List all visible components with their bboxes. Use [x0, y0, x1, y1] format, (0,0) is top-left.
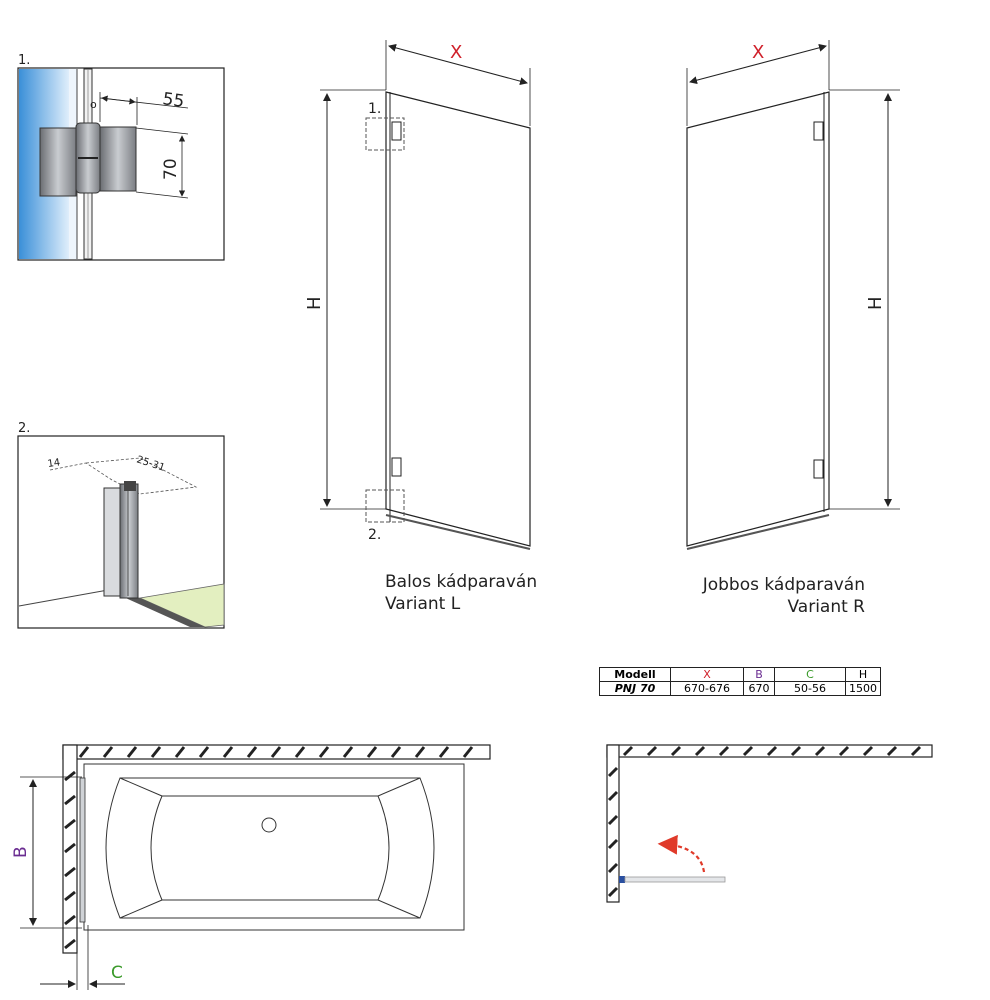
screen-plan-glass — [79, 777, 86, 923]
spec-table: Modell X B C H PNJ 70 670-676 670 50-56 … — [599, 667, 881, 696]
left-dim-h: H — [304, 296, 325, 310]
left-marker-1: 1. — [368, 101, 381, 117]
cell-h: 1500 — [845, 681, 881, 696]
left-caption-line1: Balos kádparaván — [385, 572, 538, 592]
detail-1-hinge: 1. o 55 70 — [17, 53, 225, 261]
left-dim-x: X — [450, 42, 462, 63]
plan-view-bathtub: B C — [11, 744, 491, 990]
swing-direction-arrow-icon — [657, 834, 706, 873]
header-x: X — [670, 667, 744, 682]
detail-2-number: 2. — [18, 421, 30, 436]
panel-variant-l: X H 1. 2. — [304, 40, 531, 550]
dim-70-label: 70 — [161, 158, 181, 180]
floor-surface — [138, 583, 225, 628]
right-dim-x: X — [752, 42, 764, 63]
left-caption-line2: Variant L — [385, 594, 461, 614]
right-caption-line1: Jobbos kádparaván — [702, 575, 865, 595]
left-marker-2: 2. — [368, 527, 381, 543]
svg-text:o: o — [90, 98, 97, 111]
spec-table-header: Modell X B C H — [599, 667, 881, 682]
hinge-blue-icon — [619, 876, 625, 883]
header-c: C — [774, 667, 846, 682]
header-h: H — [845, 667, 881, 682]
plan-dim-c: C — [111, 963, 123, 983]
tub-basin — [150, 795, 390, 901]
wall-profile — [103, 487, 121, 597]
table-row: PNJ 70 670-676 670 50-56 1500 — [599, 681, 881, 696]
left-caption: Balos kádparaván Variant L — [385, 571, 537, 615]
floor-seal-strip — [108, 590, 205, 627]
drain-icon — [261, 817, 277, 833]
hinge-plate — [39, 127, 77, 197]
cell-x: 670-676 — [670, 681, 744, 696]
right-caption-line2: Variant R — [787, 597, 865, 617]
right-glass — [686, 91, 830, 547]
panel-variant-r: X H — [686, 40, 900, 550]
left-glass — [385, 91, 531, 547]
right-dim-h: H — [865, 296, 886, 310]
right-caption: Jobbos kádparaván Variant R — [683, 574, 865, 618]
header-b: B — [743, 667, 775, 682]
plan-dim-b: B — [11, 846, 31, 858]
detail-1-number: 1. — [18, 53, 30, 68]
dim-55-label: 55 — [161, 89, 185, 112]
cell-model: PNJ 70 — [599, 681, 671, 696]
header-modell: Modell — [599, 667, 671, 682]
dim-14-label: 14 — [47, 457, 61, 470]
swing-glass — [624, 876, 726, 883]
plan-view-swing — [606, 744, 933, 903]
cell-c: 50-56 — [774, 681, 846, 696]
tub-outer-rim — [105, 777, 435, 919]
cell-b: 670 — [743, 681, 775, 696]
detail-2-profile: 2. 14 25-31 — [17, 421, 225, 629]
